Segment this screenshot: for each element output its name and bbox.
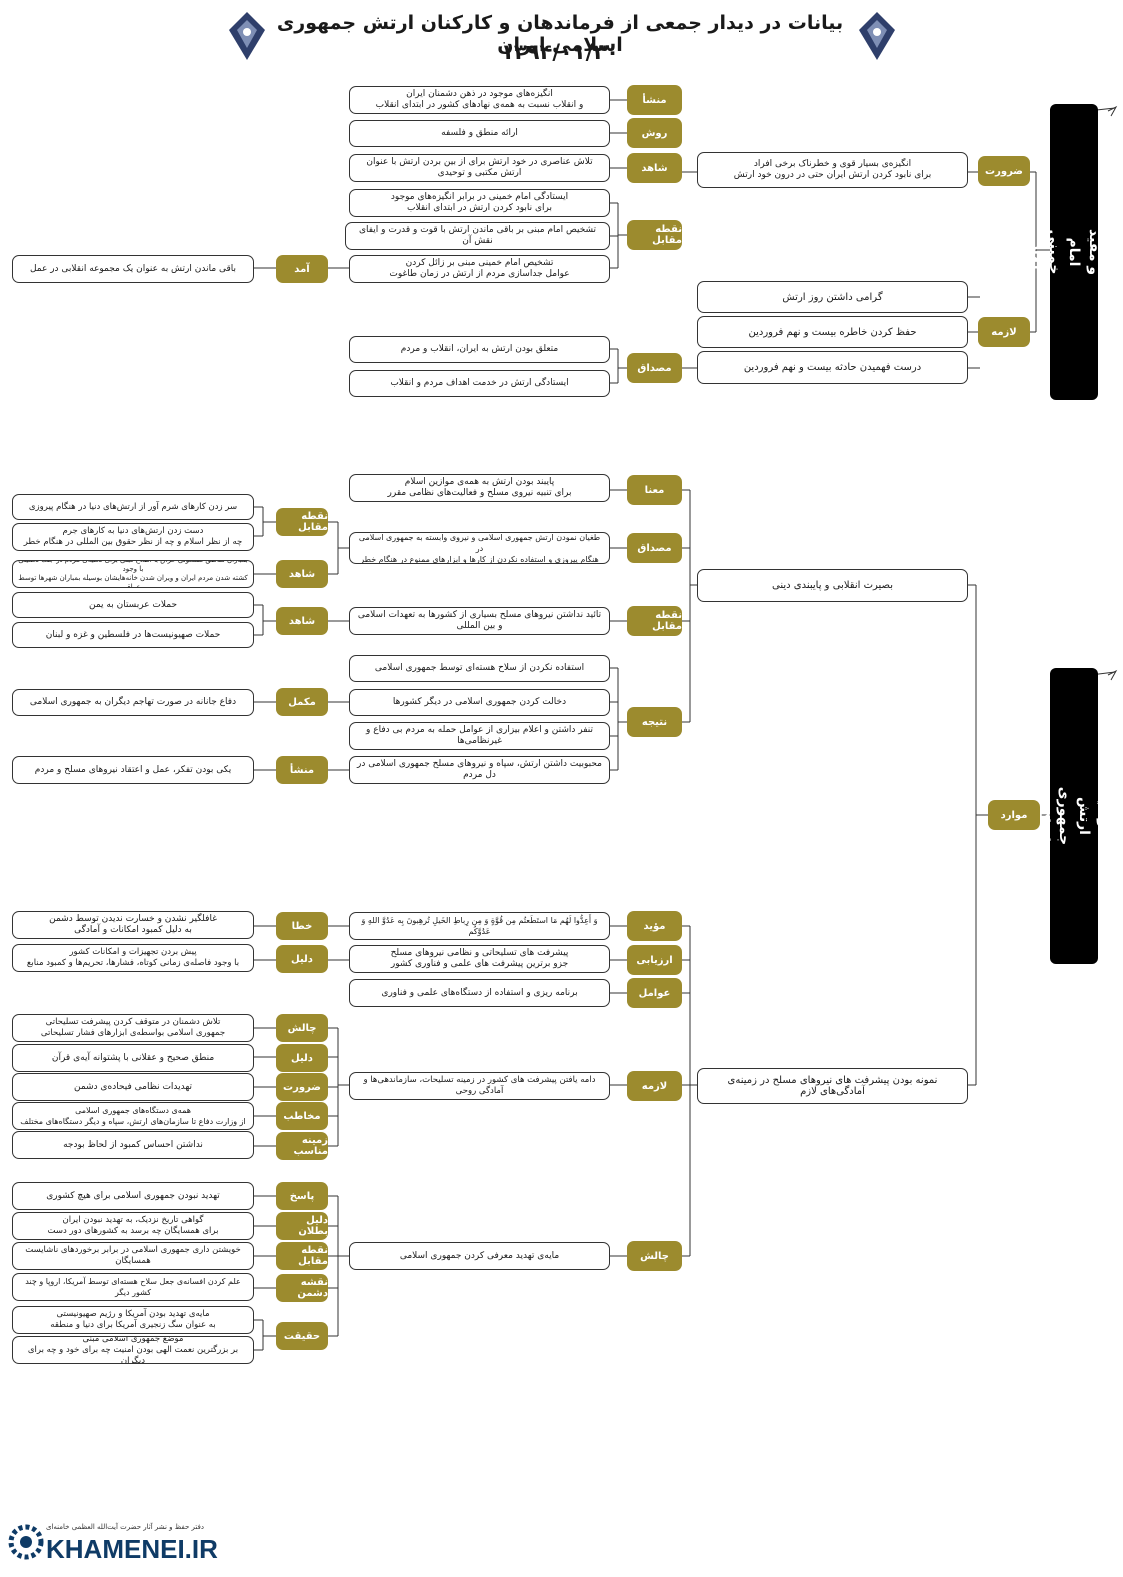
- box-nm1-a: ایستادگی امام خمینی در برابر انگیزه‌های …: [349, 189, 610, 217]
- box-moayyed: وَ أَعِدُّوا لَهُم مَا استَطَعتُم مِن قُ…: [349, 912, 610, 940]
- box-zamine: نداشتن احساس کمبود از لحاظ بودجه: [12, 1131, 254, 1159]
- label-mana: معنا: [627, 475, 682, 505]
- box-lazeme-1: گرامی داشتن روز ارتش: [697, 281, 968, 313]
- logo-brand: KHAMENEI.IR: [46, 1534, 218, 1564]
- khamenei-logo: دفتر حفظ و نشر آثار حضرت آیت‌الله العظمی…: [8, 1520, 228, 1570]
- box-nm2-l1: سر زدن کارهای شرم آور از ارتش‌های دنیا د…: [12, 494, 254, 520]
- label-zarurat: ضرورت: [978, 156, 1030, 186]
- box-naqshe: علم کردن افسانه‌ی جعل سلاح هسته‌ای توسط …: [12, 1273, 254, 1301]
- label-dalil-1: دلیل: [276, 945, 328, 973]
- label-ravesh: روش: [627, 118, 682, 148]
- box-dalil-3: گواهی تاریخ نزدیک، به تهدید نبودن ایران …: [12, 1212, 254, 1240]
- page-title: بیانات در دیدار جمعی از فرماندهان و کارک…: [276, 12, 844, 56]
- box-natije-1: استفاده نکردن از سلاح هسته‌ای توسط جمهور…: [349, 655, 610, 682]
- box-natije-2: دخالت کردن جمهوری اسلامی در دیگر کشورها: [349, 689, 610, 716]
- label-haqiqat: حقیقت: [276, 1322, 328, 1350]
- logo-subtitle: دفتر حفظ و نشر آثار حضرت آیت‌الله العظمی…: [46, 1523, 204, 1531]
- label-amad: آمد: [276, 255, 328, 283]
- label-khata: خطا: [276, 912, 328, 940]
- box-avamel: برنامه ریزی و استفاده از دستگاه‌های علمی…: [349, 979, 610, 1007]
- box-mesdaq-1a: متعلق بودن ارتش به ایران، انقلاب و مردم: [349, 336, 610, 363]
- box-shahed-l2a: حملات عربستان به یمن: [12, 592, 254, 618]
- box-amad: باقی ماندن ارتش به عنوان یک مجموعه انقلا…: [12, 255, 254, 283]
- label-mesdaq-2: مصداق: [627, 533, 682, 563]
- box-zarurat-2: تهدیدات نظامی فیحاده‌ی دشمن: [12, 1073, 254, 1101]
- box-zarurat-text: انگیزه‌ی بسیار قوی و خطرناک برخی افراد ب…: [697, 152, 968, 188]
- page-date: ۱۳۹۴/۰۱/۳۰: [501, 40, 619, 64]
- label-mesdaq: مصداق: [627, 353, 682, 383]
- ornament-left-icon: [229, 12, 265, 60]
- box-nm2-l2: دست زدن ارتش‌های دنیا به کارهای جرم چه ا…: [12, 523, 254, 551]
- box-nm3: خویشتن داری جمهوری اسلامی در برابر برخور…: [12, 1242, 254, 1270]
- box-ravesh: ارائه منطق و فلسفه: [349, 120, 610, 147]
- label-chalesh-1: چالش: [276, 1014, 328, 1042]
- label-zarurat-2: ضرورت: [276, 1073, 328, 1101]
- label-naqshe: نقشه دشمن: [276, 1274, 328, 1302]
- label-shahed-3: شاهد: [276, 607, 328, 635]
- label-chalesh-2: چالش: [627, 1241, 682, 1271]
- label-natije: نتیجه: [627, 707, 682, 737]
- box-dalil-2: منطق صحیح و عقلانی با پشتوانه آیه‌ی قرآن: [12, 1044, 254, 1072]
- box-lazeme-n: دامه یافتن پیشرفت های کشور در زمینه تسلی…: [349, 1072, 610, 1100]
- box-mesdaq-1b: ایستادگی ارتش در خدمت اهداف مردم و انقلا…: [349, 370, 610, 397]
- box-natije-3: تنفر داشتن و اعلام بیزاری از عوامل حمله …: [349, 722, 610, 750]
- box-dalil-1: پیش بردن تجهیزات و امکانات کشور با وجود …: [12, 944, 254, 972]
- label-mokamel: مکمل: [276, 688, 328, 716]
- box-chalesh-2: مایه‌ی تهدید معرفی کردن جمهوری اسلامی: [349, 1242, 610, 1270]
- box-shahed: تلاش عناصری در خود ارتش برای از بین بردن…: [349, 154, 610, 182]
- label-shahed: شاهد: [627, 153, 682, 183]
- label-lazeme: لازمه: [978, 317, 1030, 347]
- label-noqte-moqabel: نقطه مقابل: [627, 220, 682, 250]
- box-nm1-c: تشخیص امام خمینی مبنی بر زائل کردن عوامل…: [349, 255, 610, 283]
- box-arzyabi: پیشرفت های تسلیحاتی و نظامی نیروهای مسلح…: [349, 945, 610, 973]
- box-mokamel: دفاع جانانه در صورت تهاجم دیگران به جمهو…: [12, 689, 254, 716]
- box-shahed-l1: بمباران مناطق مسکونی عراق با اطلاع قبلی …: [12, 560, 254, 588]
- label-dalil-batlan: دلیل بطلان: [276, 1212, 328, 1240]
- box-shahed-l2b: حملات صهیونیست‌ها در فلسطین و غزه و لبنا…: [12, 622, 254, 648]
- label-mavared: موارد: [988, 800, 1040, 830]
- side-label-army-features: خصوصیات ارتش جمهوری اسلامی: [1036, 668, 1112, 964]
- box-mesdaq-2: طغیان نمودن ارتش جمهوری اسلامی و نیروی و…: [349, 532, 610, 564]
- box-chalesh-1: تلاش دشمنان در متوقف کردن پیشرفت تسلیحات…: [12, 1014, 254, 1042]
- label-mansha: منشأ: [627, 85, 682, 115]
- box-khata: غافلگیر نشدن و خسارت ندیدن توسط دشمن به …: [12, 911, 254, 939]
- box-haqiqat-a: مایه‌ی تهدید بودن آمریکا و رژیم صهیونیست…: [12, 1306, 254, 1334]
- box-nm1-b: تشخیص امام مبنی بر باقی ماندن ارتش با قو…: [345, 222, 610, 250]
- box-basirat: بصیرت انقلابی و پایبندی دینی: [697, 569, 968, 602]
- box-nemune: نمونه بودن پیشرفت های نیروهای مسلح در زم…: [697, 1068, 968, 1104]
- label-mansha-2: منشأ: [276, 756, 328, 784]
- side-label-army-day: اقدام ابتکار برجسته و مفید امام خمینی اع…: [986, 104, 1122, 400]
- box-mansha-2: یکی بودن تفکر، عمل و اعتقاد نیروهای مسلح…: [12, 756, 254, 784]
- label-nm3: نقطه مقابل: [276, 1242, 328, 1270]
- box-haqiqat-b: موضع جمهوری اسلامی مبنی بر بزرگترین نعمت…: [12, 1336, 254, 1364]
- label-pasokh: پاسخ: [276, 1182, 328, 1210]
- label-shahed-2: شاهد: [276, 560, 328, 588]
- box-mansha: انگیزه‌های موجود در ذهن دشمنان ایران و ا…: [349, 86, 610, 114]
- ornament-right-icon: [859, 12, 895, 60]
- box-mana: پایبند بودن ارتش به همه‌ی موازین اسلام ب…: [349, 474, 610, 502]
- box-mokhatab: همه‌ی دستگاه‌های جمهوری اسلامی از وزارت …: [12, 1102, 254, 1130]
- box-pasokh: تهدید نبودن جمهوری اسلامی برای هیچ کشوری: [12, 1182, 254, 1210]
- label-nm2: نقطه مقابل: [276, 508, 328, 536]
- label-avamel: عوامل: [627, 978, 682, 1008]
- box-nm2-main: تائید نداشتن نیروهای مسلح بسیاری از کشور…: [349, 607, 610, 635]
- box-lazeme-3: درست فهمیدن حادثه بیست و نهم فروردین: [697, 351, 968, 384]
- label-dalil-2: دلیل: [276, 1044, 328, 1072]
- label-arzyabi: ارزیابی: [627, 945, 682, 975]
- label-zamine: زمینه مناسب: [276, 1132, 328, 1160]
- box-lazeme-2: حفظ کردن خاطره بیست و نهم فروردین: [697, 316, 968, 348]
- label-moayyed: مؤید: [627, 911, 682, 941]
- label-mokhatab: مخاطب: [276, 1102, 328, 1130]
- logo-emblem-icon: [8, 1524, 44, 1560]
- box-natije-4: محبوبیت داشتن ارتش، سپاه و نیروهای مسلح …: [349, 756, 610, 784]
- label-nm2-main: نقطه مقابل: [627, 606, 682, 636]
- label-lazeme-n: لازمه: [627, 1071, 682, 1101]
